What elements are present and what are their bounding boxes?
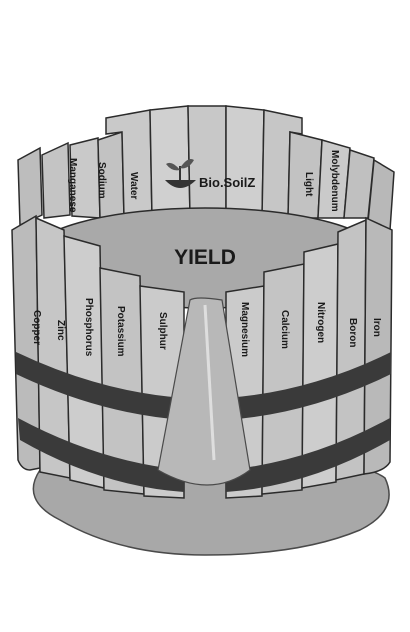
label-boron: Boron [347,318,358,347]
center-label: YIELD [174,246,236,269]
label-iron: Iron [371,318,382,337]
label-sodium: Sodium [96,162,107,199]
label-phosphorus: Phosphorus [83,298,94,357]
band-lower-right [226,418,390,492]
brand-logo: Bio.SoilZ [165,159,255,190]
stave-labels: Manganese Sodium Water Light Molybdenum … [31,150,382,357]
water-highlight [203,304,216,461]
label-zinc: Zinc [55,320,66,341]
label-potassium: Potassium [115,306,126,357]
label-water: Water [128,172,139,200]
front-left-staves [11,214,185,499]
label-magnesium: Magnesium [239,302,250,357]
band-upper-right [226,352,391,420]
stave-front-right-2 [261,263,305,495]
label-nitrogen: Nitrogen [315,302,326,343]
label-copper: Copper [31,310,42,345]
sprout-bowl-icon [165,159,196,188]
stave-front-left-1 [11,214,41,471]
hoop-bands [16,352,391,492]
label-light: Light [303,172,314,197]
brand-name: Bio.SoilZ [199,175,255,190]
label-manganese: Manganese [67,158,78,213]
band-lower-left [18,418,184,492]
water-stream [157,297,251,486]
band-upper-left [16,352,184,420]
stave-front-right-5 [363,216,393,475]
label-sulphur: Sulphur [157,312,168,350]
stave-front-right-3 [301,243,339,489]
label-molybdenum: Molybdenum [329,150,340,212]
label-calcium: Calcium [279,310,290,349]
